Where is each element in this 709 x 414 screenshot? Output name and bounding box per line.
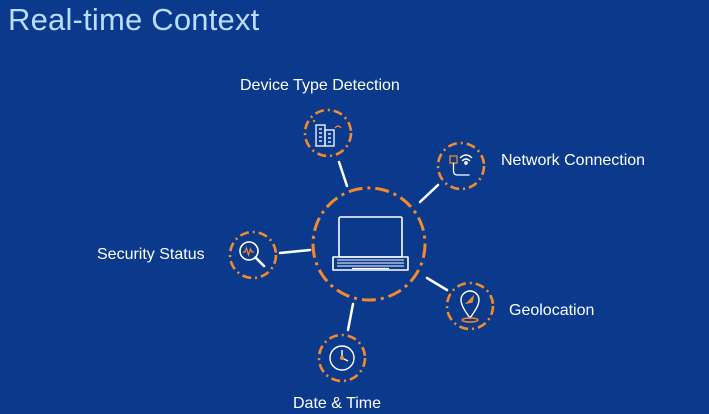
slide-title: Real-time Context	[8, 2, 260, 37]
map-pin-icon	[460, 290, 480, 323]
connector-security	[278, 248, 312, 255]
connectors	[278, 160, 449, 332]
datetime-node	[317, 333, 367, 383]
magnifier-icon	[239, 241, 266, 268]
connector-geo	[425, 276, 449, 292]
geo-ring	[445, 281, 495, 331]
network-node	[436, 141, 486, 191]
device-ring	[303, 108, 353, 158]
buildings-icon	[312, 119, 342, 147]
label-date-time: Date & Time	[293, 395, 382, 412]
label-device-type-detection: Device Type Detection	[240, 77, 400, 94]
security-node	[228, 230, 278, 280]
network-ring	[436, 141, 486, 191]
connector-datetime	[346, 302, 355, 332]
geo-node	[445, 281, 495, 331]
device-node	[303, 108, 353, 158]
connector-device	[337, 160, 349, 188]
label-geolocation: Geolocation	[509, 302, 595, 319]
datetime-ring	[317, 333, 367, 383]
connector-network	[418, 183, 440, 204]
hub-ring	[311, 186, 427, 302]
clock-icon	[329, 345, 355, 371]
label-security-status: Security Status	[97, 246, 205, 263]
label-network-connection: Network Connection	[501, 152, 646, 169]
security-ring	[228, 230, 278, 280]
hub-node	[311, 186, 427, 302]
laptop-icon	[332, 216, 409, 271]
ethernet-wifi-icon	[449, 154, 473, 176]
